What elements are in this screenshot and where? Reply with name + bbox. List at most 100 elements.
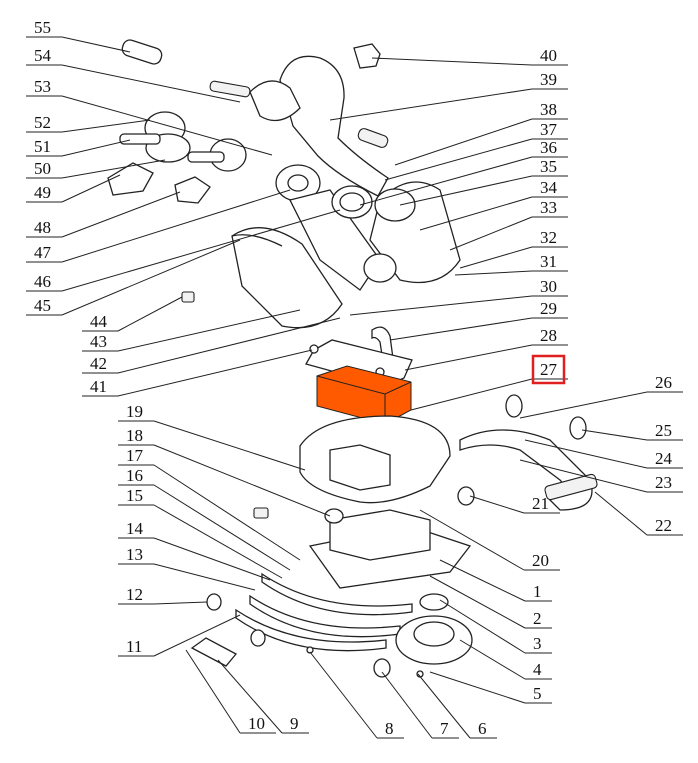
part-caster	[457, 486, 475, 506]
leader-line-11	[153, 614, 241, 657]
leader-line-13	[153, 563, 256, 591]
part-small-clip	[181, 291, 195, 303]
part-wheels-and-fasteners	[190, 593, 424, 678]
part-small-knob	[253, 507, 269, 519]
part-label-53: 53	[34, 77, 51, 96]
leader-line-54	[61, 64, 241, 103]
part-drawings	[107, 39, 598, 678]
leader-line-31	[454, 270, 533, 276]
part-label-18: 18	[126, 426, 143, 445]
leader-line-7	[381, 671, 433, 739]
part-label-11: 11	[126, 637, 142, 656]
leader-line-30	[349, 295, 533, 316]
leader-line-47	[61, 189, 291, 263]
leader-line-43	[117, 309, 301, 352]
leader-line-12	[153, 601, 208, 605]
part-labels: 1234567891011121314151617181920212223242…	[34, 18, 673, 738]
part-label-14: 14	[126, 519, 144, 538]
part-label-44: 44	[90, 312, 108, 331]
part-label-46: 46	[34, 272, 51, 291]
leader-line-5	[429, 671, 526, 704]
part-label-42: 42	[90, 354, 107, 373]
part-label-6: 6	[478, 719, 487, 738]
leader-line-41	[117, 349, 313, 397]
part-label-36: 36	[540, 138, 557, 157]
leader-line-27	[410, 378, 533, 411]
leader-line-26	[519, 391, 648, 419]
leader-line-33	[449, 216, 533, 251]
leader-line-53	[61, 95, 273, 156]
part-label-48: 48	[34, 218, 51, 237]
part-label-47: 47	[34, 243, 52, 262]
part-label-39: 39	[540, 70, 557, 89]
part-label-34: 34	[540, 178, 558, 197]
leader-line-4	[459, 639, 526, 680]
part-label-20: 20	[532, 551, 549, 570]
part-cap	[353, 43, 381, 69]
leader-line-29	[389, 317, 533, 341]
part-label-5: 5	[533, 684, 542, 703]
part-label-43: 43	[90, 332, 107, 351]
part-label-31: 31	[540, 252, 557, 271]
part-label-37: 37	[540, 120, 558, 139]
part-brush	[395, 593, 473, 665]
part-label-7: 7	[440, 719, 449, 738]
part-label-2: 2	[533, 609, 542, 628]
leader-line-2	[429, 575, 526, 629]
leader-line-3	[439, 599, 526, 654]
part-label-26: 26	[655, 373, 672, 392]
leader-line-46	[61, 209, 341, 292]
leader-line-6	[417, 673, 471, 739]
part-label-41: 41	[90, 377, 107, 396]
leader-line-37	[384, 138, 533, 181]
part-label-16: 16	[126, 466, 143, 485]
part-label-12: 12	[126, 585, 143, 604]
part-label-49: 49	[34, 183, 51, 202]
part-label-22: 22	[655, 516, 672, 535]
leader-line-14	[153, 537, 271, 581]
part-label-54: 54	[34, 46, 52, 65]
leader-line-22	[594, 491, 648, 536]
part-label-23: 23	[655, 473, 672, 492]
part-label-40: 40	[540, 46, 557, 65]
part-label-29: 29	[540, 299, 557, 318]
part-squeegee-mount	[459, 394, 598, 511]
part-label-30: 30	[540, 277, 557, 296]
part-label-55: 55	[34, 18, 51, 37]
leader-line-44	[117, 296, 183, 332]
leader-line-49	[61, 174, 121, 203]
part-chassis	[308, 508, 472, 589]
leader-line-50	[61, 159, 166, 179]
part-label-52: 52	[34, 113, 51, 132]
leader-line-23	[519, 459, 648, 493]
leader-line-20	[419, 509, 525, 571]
part-label-15: 15	[126, 486, 143, 505]
leader-line-36	[359, 156, 533, 206]
part-control-panel	[107, 111, 247, 204]
part-label-10: 10	[248, 714, 265, 733]
part-label-27: 27	[540, 360, 558, 379]
part-label-51: 51	[34, 137, 51, 156]
leader-line-34	[419, 196, 533, 231]
leader-line-24	[524, 439, 648, 469]
part-label-4: 4	[533, 660, 542, 679]
leader-line-21	[469, 495, 525, 514]
part-label-38: 38	[540, 100, 557, 119]
leader-line-48	[61, 191, 181, 238]
part-label-9: 9	[290, 714, 299, 733]
part-handle-frame	[209, 55, 389, 197]
part-label-35: 35	[540, 157, 557, 176]
leader-line-28	[404, 344, 533, 371]
part-label-19: 19	[126, 402, 143, 421]
part-base-body	[299, 415, 451, 504]
part-label-17: 17	[126, 446, 144, 465]
leader-line-39	[329, 88, 533, 121]
part-label-28: 28	[540, 326, 557, 345]
leader-line-32	[459, 246, 533, 269]
leader-line-25	[581, 429, 648, 441]
part-label-50: 50	[34, 159, 51, 178]
part-label-24: 24	[655, 449, 673, 468]
leader-line-40	[371, 57, 533, 66]
part-label-21: 21	[532, 494, 549, 513]
